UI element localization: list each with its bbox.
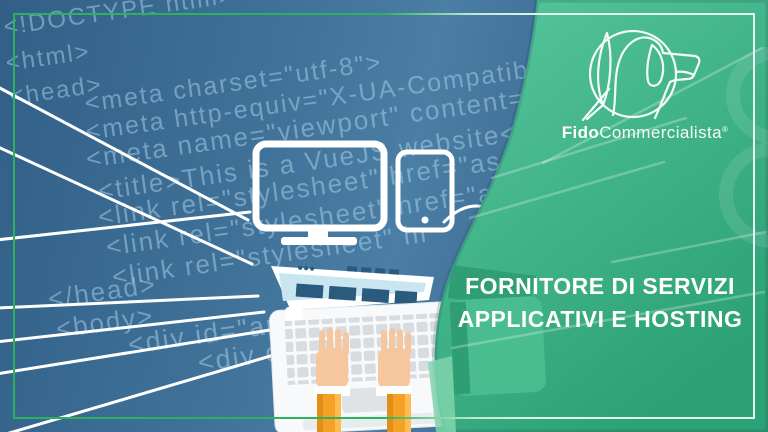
dog-logo-icon [581, 29, 701, 121]
brand-logo: FidoCommercialista® [545, 27, 745, 143]
tagline: FORNITORE DI SERVIZI APPLICATIVI E HOSTI… [440, 270, 760, 336]
speed-lines [0, 86, 286, 432]
tagline-line-2: APPLICATIVI E HOSTING [457, 306, 743, 332]
registered-mark: ® [721, 125, 729, 134]
monitor-illustration [252, 140, 388, 245]
brand-name-bold: Fido [561, 123, 600, 142]
brand-name-light: Commercialista [599, 123, 722, 142]
tagline-line-1: FORNITORE DI SERVIZI [465, 273, 735, 299]
brand-name: FidoCommercialista® [562, 123, 729, 143]
smartphone-illustration [395, 149, 455, 233]
